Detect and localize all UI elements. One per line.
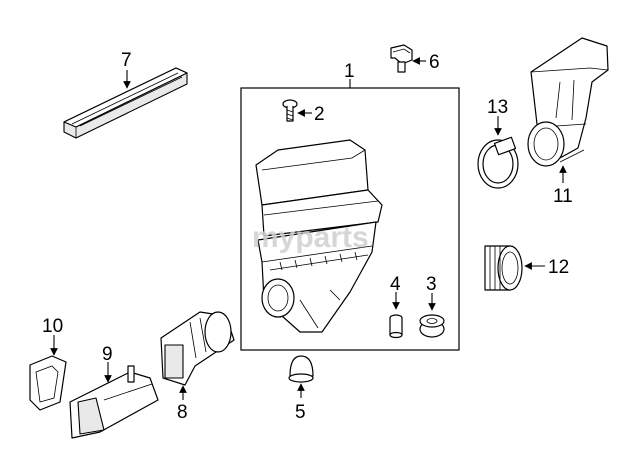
resonator[interactable] xyxy=(69,365,159,439)
intake-boot[interactable] xyxy=(160,311,235,386)
callout-4: 4 xyxy=(390,274,401,295)
callout-12: 12 xyxy=(548,257,569,278)
watermark-text: myparts xyxy=(252,221,369,254)
callout-6: 6 xyxy=(429,52,440,73)
coupling[interactable] xyxy=(484,245,523,291)
callout-10: 10 xyxy=(42,316,63,337)
bracket[interactable] xyxy=(29,355,67,411)
callout-1: 1 xyxy=(344,61,355,82)
callout-11: 11 xyxy=(553,186,573,207)
hose-clamp[interactable] xyxy=(477,136,519,189)
callout-13: 13 xyxy=(487,97,508,118)
cap[interactable] xyxy=(288,355,314,383)
grommet[interactable] xyxy=(419,314,445,338)
sensor[interactable] xyxy=(390,44,413,73)
callout-7: 7 xyxy=(121,50,132,71)
callout-3: 3 xyxy=(426,274,437,295)
intake-duct[interactable] xyxy=(527,37,609,167)
air-cleaner-housing[interactable] xyxy=(255,139,383,333)
callout-9: 9 xyxy=(102,344,113,365)
callout-5: 5 xyxy=(295,402,306,423)
callout-2: 2 xyxy=(314,104,325,125)
grommet-pin[interactable] xyxy=(389,314,403,339)
screw[interactable] xyxy=(282,99,298,122)
air-filter-element[interactable] xyxy=(63,67,188,139)
callout-8: 8 xyxy=(177,402,188,423)
